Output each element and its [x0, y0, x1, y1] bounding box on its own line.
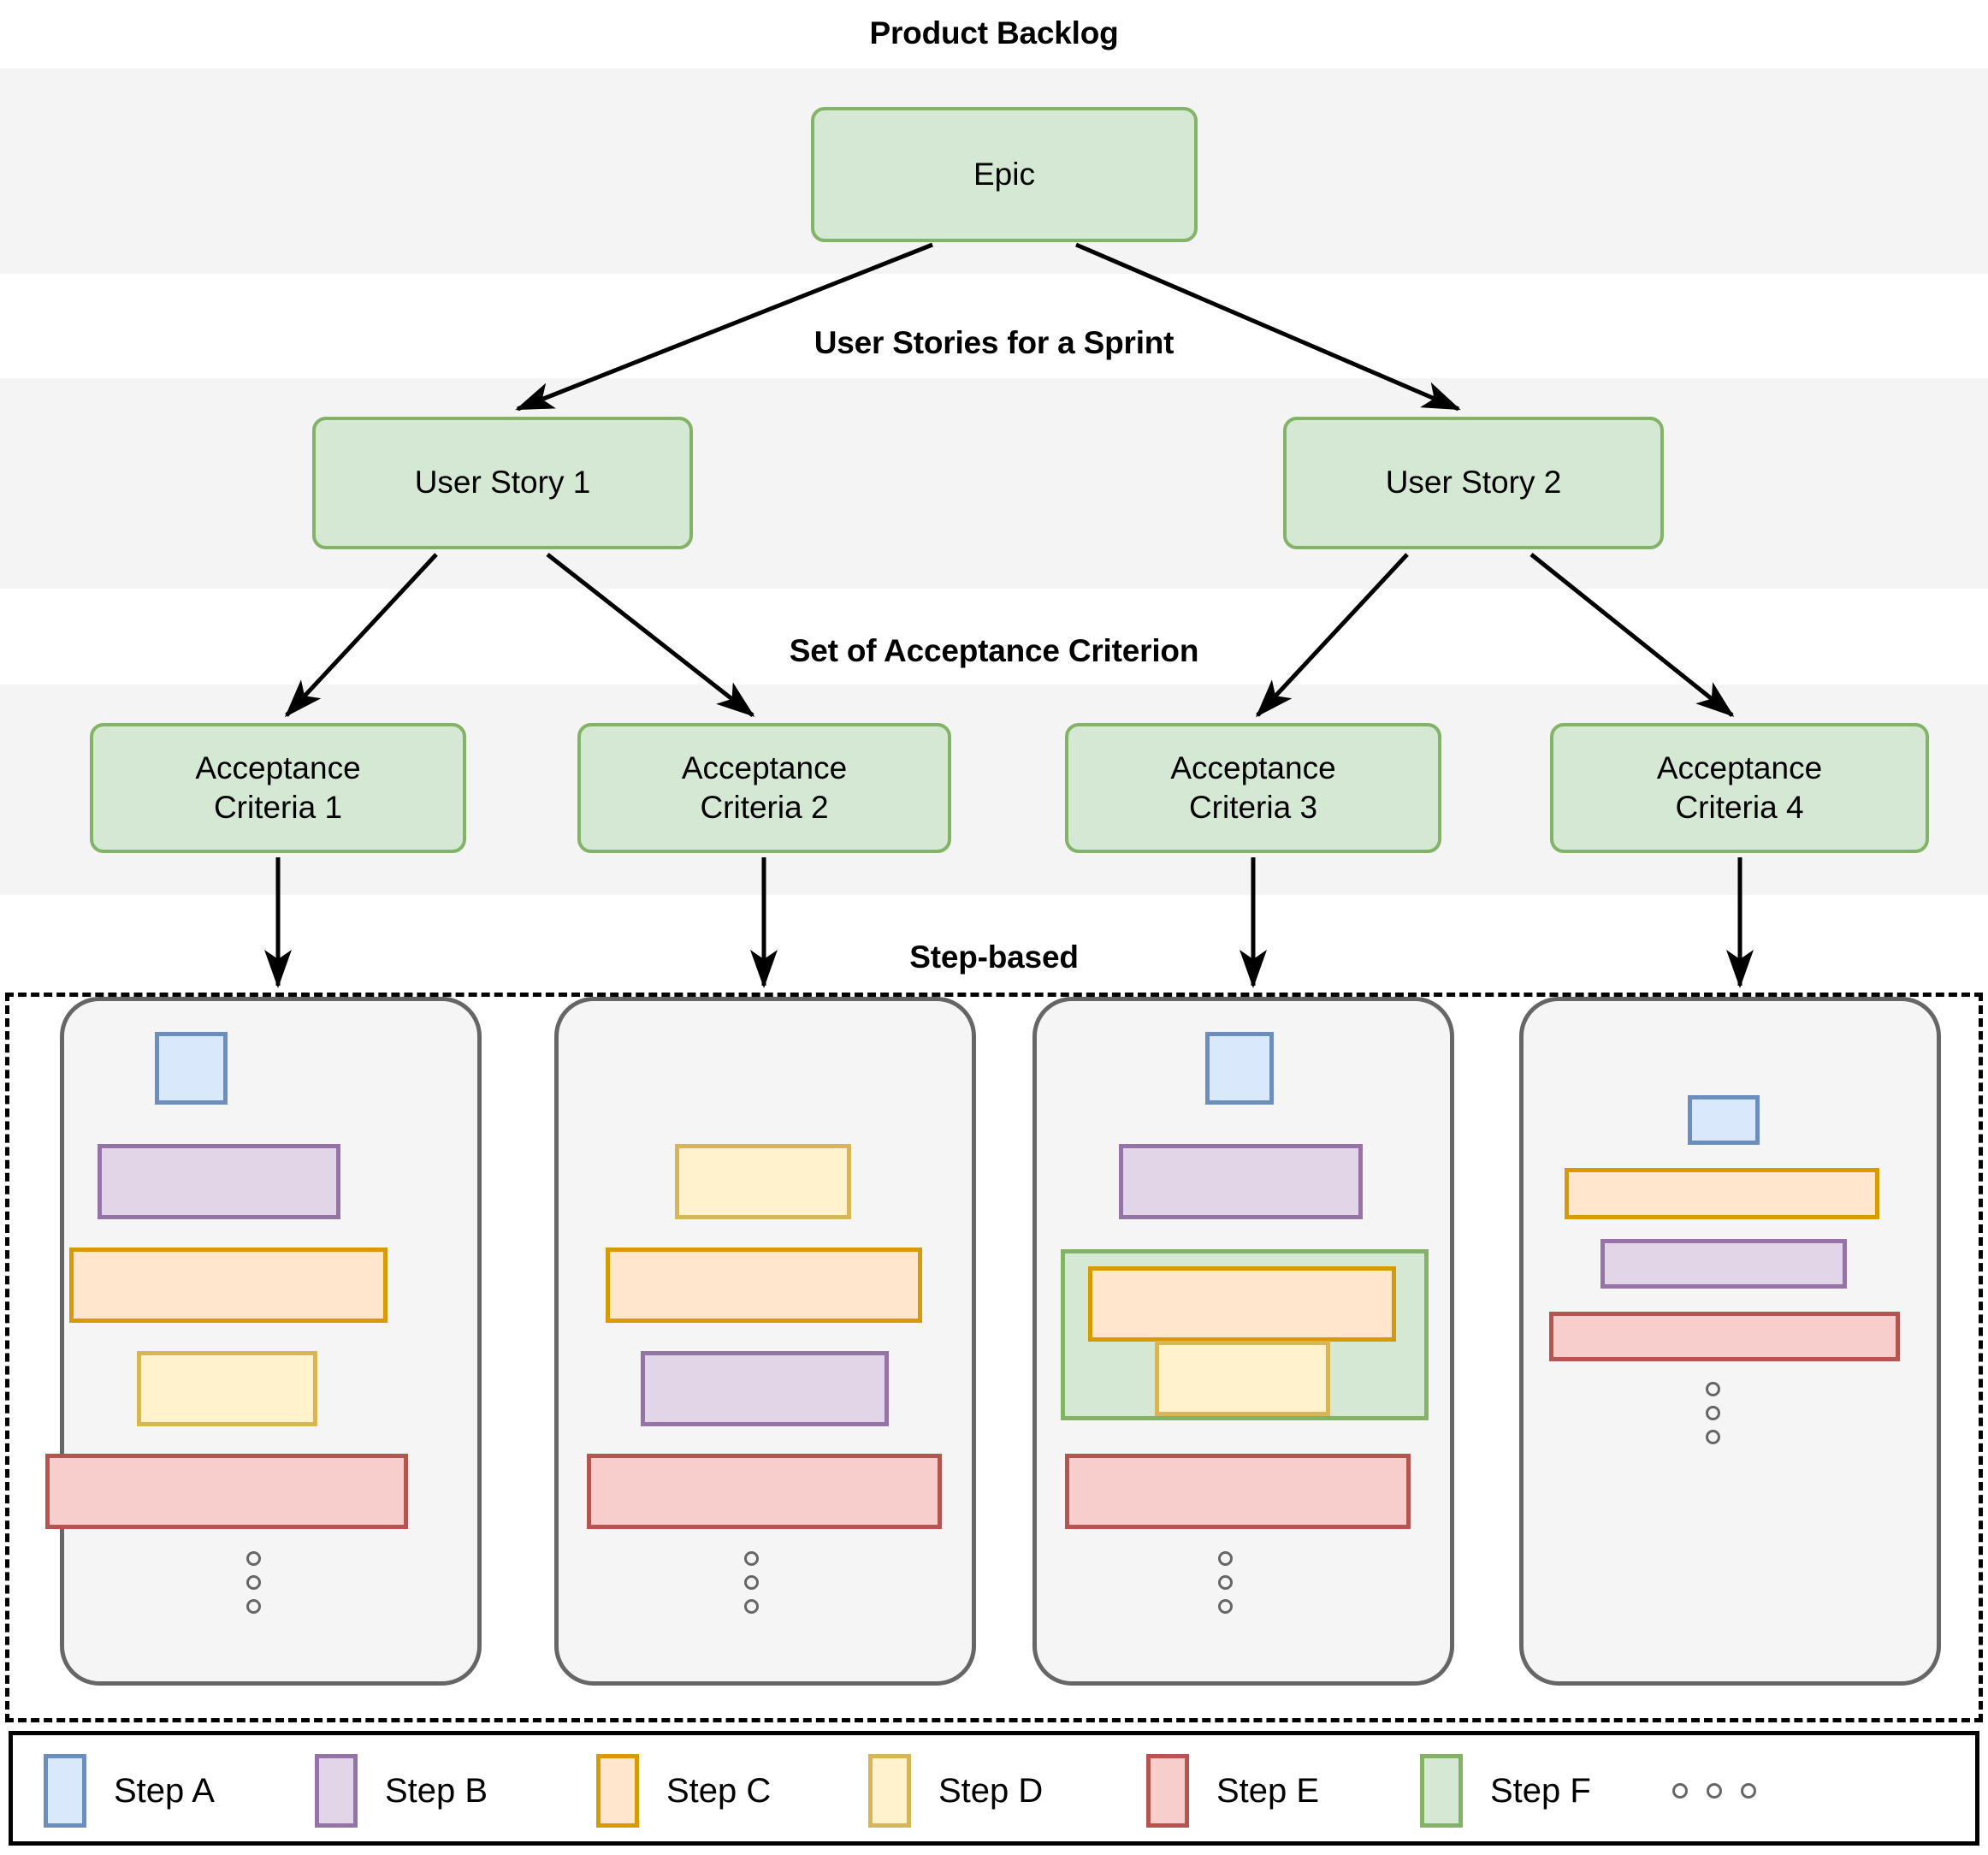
node-user-story-1[interactable]: User Story 1 — [312, 417, 693, 549]
step-block-b[interactable] — [641, 1351, 889, 1426]
step-block-c[interactable] — [69, 1248, 388, 1323]
ellipsis-dot — [1706, 1382, 1720, 1396]
legend-item-step-d[interactable]: Step D — [868, 1754, 1043, 1828]
legend-item-step-e[interactable]: Step E — [1146, 1754, 1319, 1828]
ellipsis-dot — [1218, 1551, 1233, 1566]
legend-label-step-c: Step C — [666, 1771, 772, 1810]
step-block-d[interactable] — [137, 1351, 317, 1426]
node-user-story-2-label: User Story 2 — [1385, 465, 1562, 501]
legend-label-step-f: Step F — [1490, 1771, 1591, 1810]
step-block-e[interactable] — [1065, 1454, 1411, 1529]
column-ellipsis-dots — [1706, 1382, 1720, 1444]
ellipsis-dot — [246, 1599, 261, 1614]
section-title-acceptance-criterion: Set of Acceptance Criterion — [789, 633, 1199, 668]
step-column-4[interactable] — [1519, 997, 1941, 1686]
ellipsis-dot — [246, 1551, 261, 1566]
ellipsis-dot — [1707, 1783, 1722, 1799]
step-based-region — [5, 993, 1983, 1722]
legend-swatch-step-c — [596, 1754, 639, 1828]
step-block-b[interactable] — [1600, 1239, 1847, 1289]
step-block-f-group[interactable] — [1061, 1249, 1429, 1420]
ellipsis-dot — [1672, 1783, 1688, 1799]
section-title-product-backlog: Product Backlog — [869, 15, 1119, 50]
ellipsis-dot — [1706, 1430, 1720, 1444]
legend-item-step-c[interactable]: Step C — [596, 1754, 771, 1828]
legend-item-step-a[interactable]: Step A — [44, 1754, 215, 1828]
step-block-e[interactable] — [1549, 1312, 1900, 1361]
legend-label-step-d: Step D — [938, 1771, 1044, 1810]
legend-label-step-b: Step B — [385, 1771, 488, 1810]
legend-swatch-step-e — [1146, 1754, 1189, 1828]
step-block-a[interactable] — [1205, 1032, 1274, 1105]
legend-swatch-step-b — [315, 1754, 358, 1828]
legend-swatch-step-f — [1420, 1754, 1463, 1828]
step-block-c[interactable] — [606, 1248, 922, 1323]
section-title-step-based: Step-based — [909, 939, 1079, 975]
legend-label-step-e: Step E — [1216, 1771, 1320, 1810]
step-block-c[interactable] — [1565, 1168, 1879, 1219]
step-block-b[interactable] — [1119, 1144, 1363, 1219]
ellipsis-dot — [1741, 1783, 1756, 1799]
step-block-b[interactable] — [98, 1144, 340, 1219]
step-block-e[interactable] — [45, 1454, 408, 1529]
ellipsis-dot — [246, 1575, 261, 1590]
step-column-1[interactable] — [45, 997, 482, 1686]
ellipsis-dot — [1218, 1575, 1233, 1590]
legend-item-step-f[interactable]: Step F — [1420, 1754, 1591, 1828]
legend-swatch-step-d — [868, 1754, 911, 1828]
legend: Step A Step B Step C Step D Step E Step … — [9, 1731, 1979, 1846]
legend-label-step-a: Step A — [114, 1771, 215, 1810]
step-block-d[interactable] — [675, 1144, 851, 1219]
node-epic-label: Epic — [973, 156, 1035, 192]
ellipsis-dot — [744, 1551, 759, 1566]
step-block-a[interactable] — [1688, 1095, 1760, 1145]
band-user-stories — [0, 378, 1988, 589]
ellipsis-dot — [744, 1599, 759, 1614]
node-user-story-2[interactable]: User Story 2 — [1283, 417, 1664, 549]
step-block-e[interactable] — [587, 1454, 942, 1529]
legend-item-step-b[interactable]: Step B — [315, 1754, 488, 1828]
step-column-2[interactable] — [554, 997, 976, 1686]
legend-ellipsis-dots — [1672, 1783, 1756, 1799]
node-epic[interactable]: Epic — [811, 107, 1198, 242]
ellipsis-dot — [1706, 1406, 1720, 1420]
column-ellipsis-dots — [1218, 1551, 1233, 1614]
node-user-story-1-label: User Story 1 — [414, 465, 591, 501]
ellipsis-dot — [744, 1575, 759, 1590]
legend-swatch-step-a — [44, 1754, 86, 1828]
ellipsis-dot — [1218, 1599, 1233, 1614]
column-ellipsis-dots — [744, 1551, 759, 1614]
section-title-user-stories: User Stories for a Sprint — [814, 325, 1174, 360]
step-block-a[interactable] — [155, 1032, 228, 1105]
step-block-d[interactable] — [1155, 1341, 1330, 1416]
column-ellipsis-dots — [246, 1551, 261, 1614]
step-block-c[interactable] — [1088, 1266, 1396, 1342]
step-column-3[interactable] — [1032, 997, 1454, 1686]
